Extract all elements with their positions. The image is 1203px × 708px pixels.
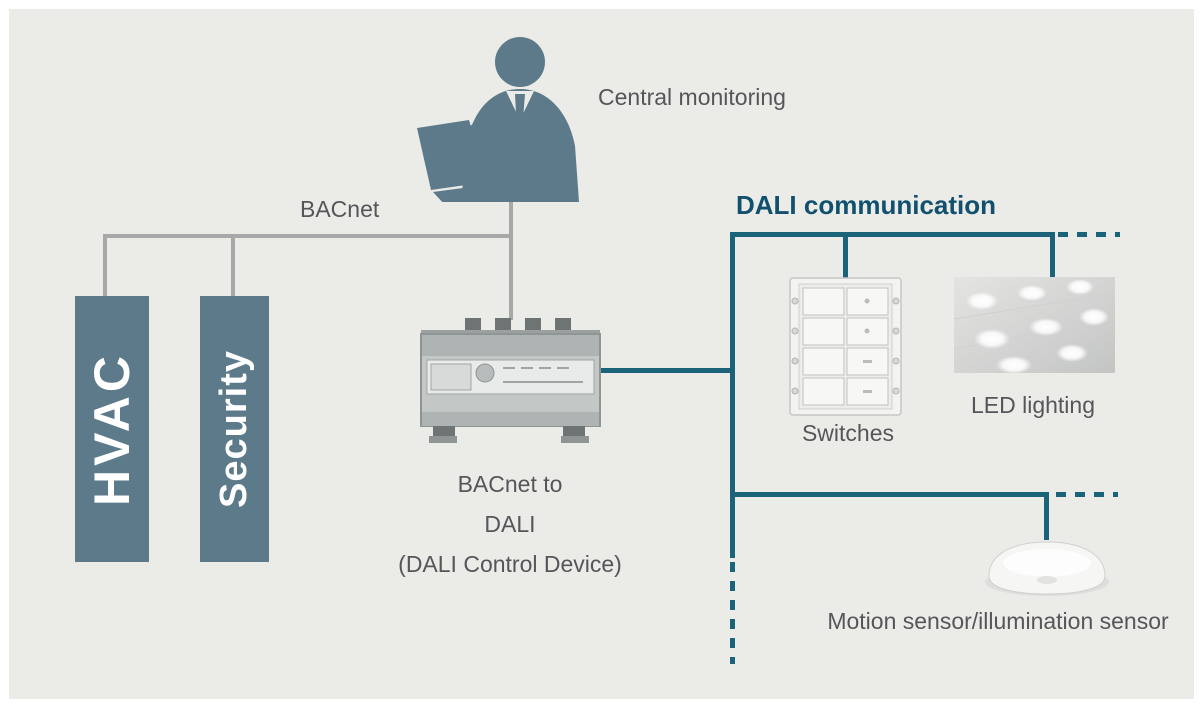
dali-top-bus-line	[730, 232, 1052, 237]
gateway-to-dali-line	[600, 368, 730, 373]
bacnet-hvac-drop-line	[103, 234, 107, 298]
wall-switch-panel-icon	[789, 277, 902, 416]
switches-drop-line	[843, 232, 848, 278]
din-rail-device-icon	[413, 316, 608, 448]
bacnet-security-drop-line	[231, 234, 235, 298]
sensor-branch-dashed-line	[1056, 492, 1118, 497]
hvac-block: HVAC	[75, 296, 149, 562]
dali-communication-heading: DALI communication	[736, 190, 997, 220]
hvac-label: HVAC	[84, 352, 140, 506]
person-laptop-icon	[403, 34, 603, 205]
gateway-label-line1: BACnet to	[457, 471, 563, 497]
led-ceiling-icon	[953, 277, 1116, 374]
sensor-drop-line	[1044, 492, 1049, 540]
dali-top-bus-dashed-line	[1058, 232, 1120, 237]
led-drop-line	[1050, 232, 1055, 278]
led-lighting-label: LED lighting	[970, 392, 1096, 418]
security-label: Security	[213, 350, 255, 508]
gateway-label-line3: (DALI Control Device)	[398, 551, 622, 577]
dali-trunk-line	[730, 232, 735, 558]
motion-sensor-label: Motion sensor/illumination sensor	[827, 608, 1169, 634]
ceiling-sensor-icon	[983, 536, 1111, 598]
bacnet-bus-line	[103, 234, 513, 238]
switches-label: Switches	[801, 420, 895, 446]
sensor-branch-line	[730, 492, 1048, 497]
bacnet-label: BACnet	[300, 196, 380, 222]
gateway-label: BACnet to DALI (DALI Control Device)	[370, 464, 650, 584]
monitoring-to-gateway-line	[509, 196, 513, 320]
gateway-label-line2: DALI	[484, 511, 536, 537]
dali-trunk-dashed-line	[730, 562, 735, 664]
security-block: Security	[200, 296, 269, 562]
central-monitoring-label: Central monitoring	[598, 84, 786, 110]
